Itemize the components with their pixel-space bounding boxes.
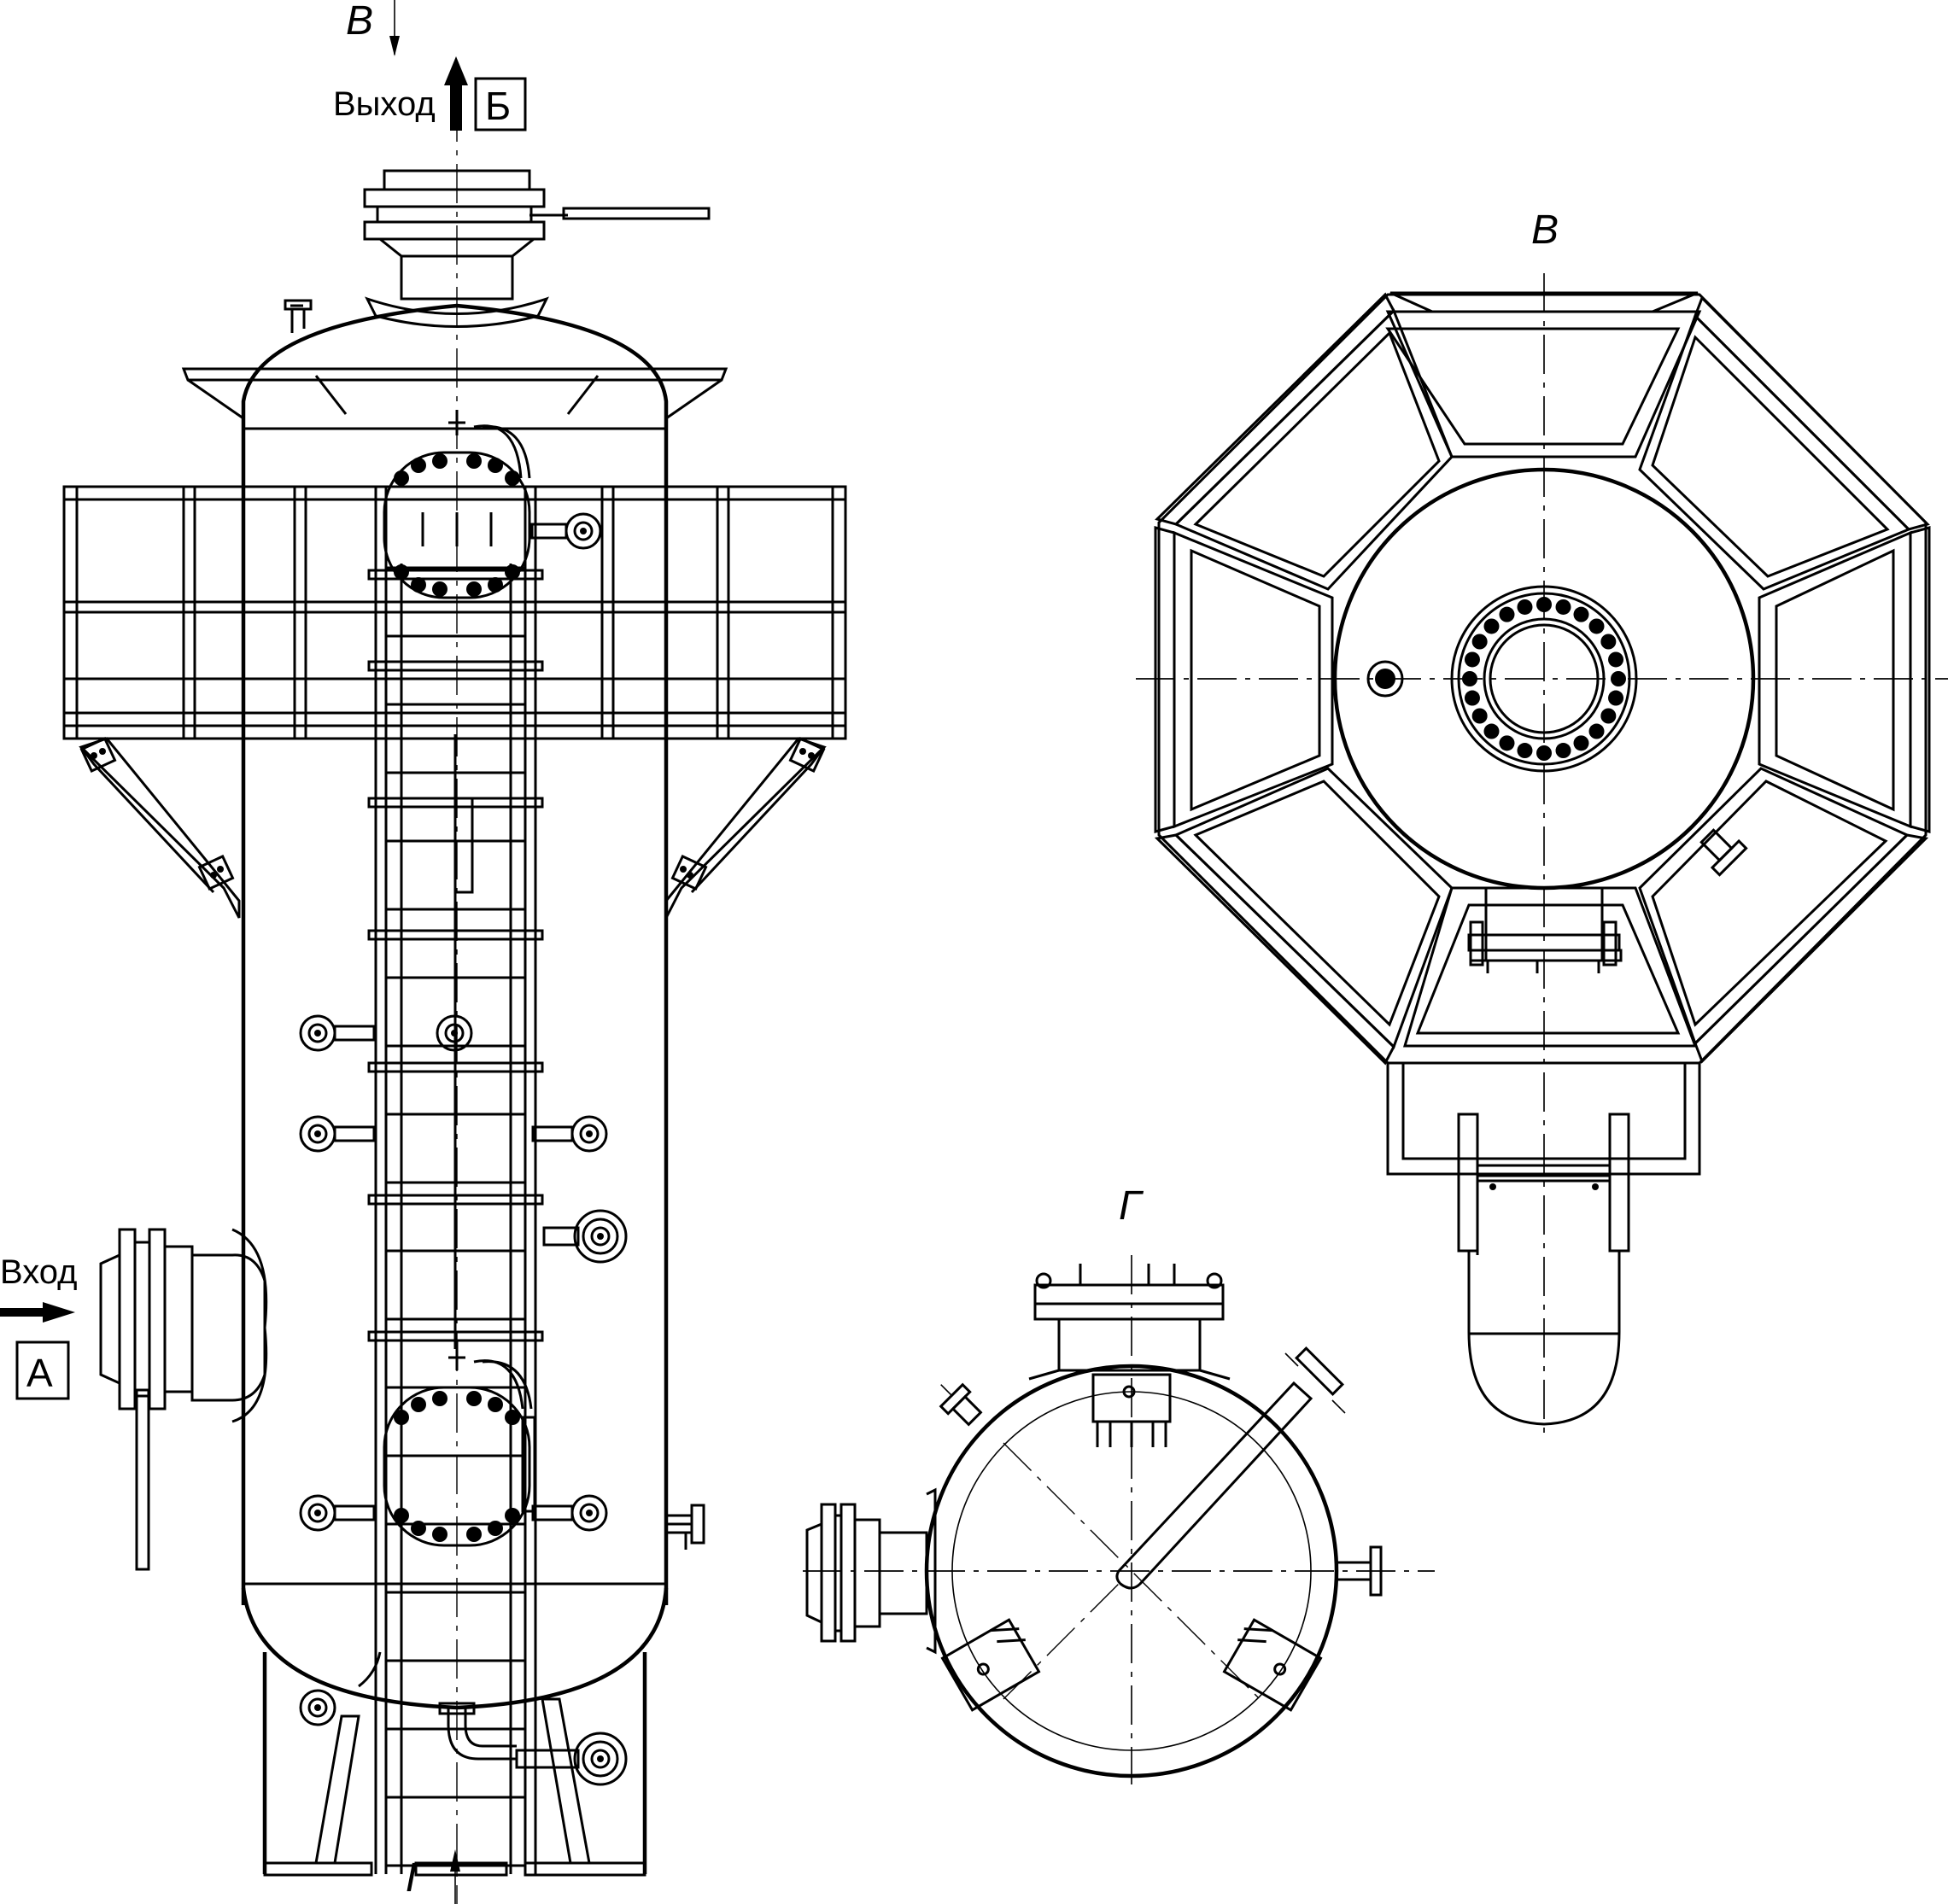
view-v-arrow: [389, 0, 400, 56]
platform-brackets: [79, 736, 827, 919]
cage-hoop: [367, 797, 544, 809]
flange-bolt: [1471, 634, 1488, 650]
cage-hoop: [367, 1330, 544, 1342]
view-g-top-nozzle: [1028, 1264, 1231, 1381]
bottom-head: [241, 1587, 669, 1710]
flange-bolt: [1573, 735, 1589, 751]
flange-bolt: [1608, 690, 1624, 706]
ladder-hoops: [367, 569, 544, 1342]
outlet-letter: Б: [485, 84, 511, 128]
flange-bolt: [1536, 597, 1552, 612]
flange-bolt: [1499, 606, 1515, 622]
flange-bolt: [1611, 671, 1626, 686]
flange-bolt: [1588, 723, 1605, 739]
view-g-diagonal-pipe: [1115, 1346, 1346, 1590]
view-g-support-lugs: [940, 1618, 1323, 1712]
view-g-support-box: [1091, 1373, 1172, 1447]
flange-bolt: [1499, 735, 1515, 751]
flange-bolt: [1517, 743, 1533, 759]
outlet-letter-box: [474, 77, 527, 131]
bottom-drain-piping: [438, 1702, 517, 1761]
outlet-label: Выход: [333, 85, 436, 123]
inlet-letter-box: [15, 1340, 70, 1400]
view-g-inlet-flange: [805, 1487, 937, 1655]
cage-hoop: [367, 1061, 544, 1073]
cage-hoop: [367, 569, 544, 581]
upper-head: [241, 303, 669, 427]
flange-bolt: [1464, 690, 1480, 706]
view-v-marker-label: В: [346, 0, 373, 44]
lower-manhole: [383, 1340, 536, 1547]
service-platform: [62, 485, 847, 740]
octagon-platform: [1154, 291, 1931, 1066]
view-v-manhole-bracket: [1467, 886, 1623, 973]
inlet-arrow: [0, 1302, 75, 1323]
top-platform: [181, 367, 728, 420]
side-nozzles: [299, 512, 705, 1786]
inlet-nozzle: [99, 1228, 268, 1571]
flange-bolt: [1483, 618, 1500, 634]
cage-hoop: [367, 660, 544, 672]
flange-bolt: [1555, 599, 1571, 615]
flange-bolt: [1588, 618, 1605, 634]
flange-bolt: [1517, 599, 1533, 615]
outlet-arrow: [444, 56, 468, 131]
view-g-title: Г: [1119, 1183, 1144, 1229]
ladder-rungs: [386, 566, 525, 1867]
inlet-label: Вход: [0, 1253, 78, 1291]
flange-bolt: [1608, 651, 1624, 668]
view-v-angled-nozzle: [1699, 828, 1748, 877]
top-vent-nozzle: [284, 299, 313, 333]
view-v-title: В: [1531, 207, 1559, 253]
support-skirt: [262, 1651, 647, 1877]
view-g-angled-nozzle: [939, 1382, 983, 1427]
vessel-front-view: В Выход Б: [0, 0, 847, 1904]
view-v-ladder-cage: [1457, 1113, 1630, 1426]
view-v-outlet-flange: [1450, 585, 1638, 773]
vessel-shell: [241, 427, 669, 1605]
flange-bolt: [1600, 634, 1617, 650]
view-g-bottom-plan: Г: [803, 1183, 1435, 1784]
cage-hoop: [367, 929, 544, 941]
upper-manhole: [383, 410, 531, 599]
flange-bolt: [1471, 708, 1488, 724]
view-v-small-nozzle: [1366, 660, 1404, 698]
flange-bolt: [1600, 708, 1617, 724]
flange-bolt: [1462, 671, 1477, 686]
view-g-marker-label: Г: [406, 1855, 431, 1901]
view-g-right-nozzle: [1335, 1545, 1383, 1597]
top-outlet-nozzle: [363, 169, 711, 328]
inlet-letter: А: [26, 1351, 53, 1395]
view-v-top-plan: В: [1136, 207, 1948, 1434]
flange-bolt: [1464, 651, 1480, 668]
flange-bolt: [1573, 606, 1589, 622]
view-g-arrow: [450, 1849, 460, 1904]
cage-hoop: [367, 1194, 544, 1206]
flange-bolt: [1483, 723, 1500, 739]
flange-bolt: [1536, 745, 1552, 761]
flange-bolt: [1555, 743, 1571, 759]
access-ladder: [374, 487, 537, 1874]
